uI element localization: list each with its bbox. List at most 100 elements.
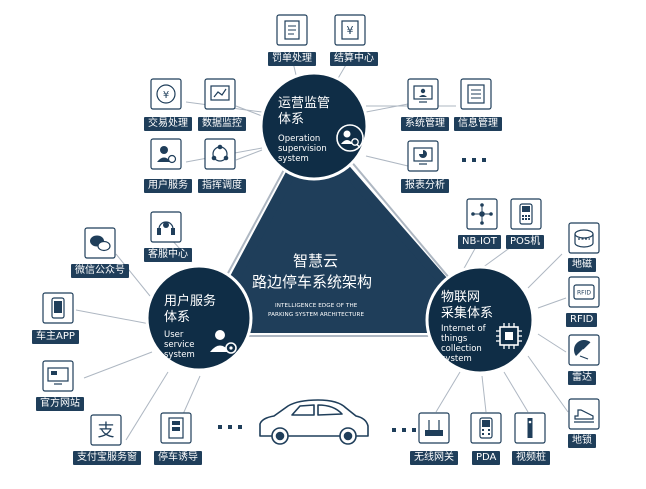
hub-operation-zh-line1: 运营监管 <box>278 96 331 111</box>
connector-app <box>75 309 151 325</box>
line-chart-icon <box>204 78 236 110</box>
magnet-sensor-icon <box>568 222 600 254</box>
label-wechat: 微信公众号 <box>71 264 129 278</box>
label-app: 车主APP <box>32 330 79 344</box>
user-search-icon <box>336 124 364 152</box>
router-icon <box>418 412 450 444</box>
connector-pda <box>481 375 487 413</box>
label-monitoring: 数据监控 <box>198 117 246 131</box>
connector-dispatch <box>235 149 263 161</box>
svg-text:¥: ¥ <box>163 90 169 101</box>
center-subtitle-line2: PARKING SYSTEM ARCHITECTURE <box>268 312 365 318</box>
pie-chart-icon <box>407 140 439 172</box>
center-title-line2: 路边停车系统架构 <box>252 273 373 291</box>
pda-icon <box>470 412 502 444</box>
label-transaction: 交易处理 <box>144 117 192 131</box>
hub-iot-en-line2: things <box>441 334 468 344</box>
yen-receipt-icon: ¥ <box>334 14 366 46</box>
label-nbiot: NB-IOT <box>458 235 501 249</box>
center-title-line1: 智慧云 <box>293 252 339 270</box>
label-pos: POS机 <box>506 235 545 249</box>
hub-user-service <box>145 264 253 372</box>
connector-report <box>365 155 409 167</box>
phone-icon <box>42 292 74 324</box>
hub-user-en-line1: User <box>164 330 184 340</box>
hub-operation <box>259 71 369 181</box>
user-gear-icon <box>210 330 237 354</box>
hub-user-zh-line1: 用户服务 <box>164 294 217 309</box>
ellipsis-iot <box>392 428 416 432</box>
rfid-icon: RFID <box>568 276 600 308</box>
label-website: 官方网站 <box>36 397 84 411</box>
hub-iot-zh-line1: 物联网 <box>441 290 481 305</box>
user-gear-small-icon <box>150 138 182 170</box>
center-subtitle-line1: INTELLIGENCE EDGE OF THE <box>275 303 358 309</box>
wechat-icon <box>84 227 116 259</box>
svg-text:RFID: RFID <box>577 290 591 297</box>
label-info-mgmt: 信息管理 <box>454 117 502 131</box>
chip-icon <box>496 323 522 349</box>
hub-operation-en-line2: supervision <box>278 144 327 154</box>
connector-website <box>83 351 153 379</box>
document-list-icon <box>460 78 492 110</box>
connector-lines <box>75 57 569 441</box>
central-triangle <box>193 115 499 337</box>
label-customer: 客服中心 <box>144 248 192 262</box>
monitor-user-icon <box>407 78 439 110</box>
label-report: 报表分析 <box>401 179 449 193</box>
connector-radar <box>537 333 567 353</box>
label-fine: 罚单处理 <box>268 52 316 66</box>
ellipsis-user <box>218 425 242 429</box>
svg-text:¥: ¥ <box>347 24 354 37</box>
video-pole-icon <box>514 412 546 444</box>
label-guide: 停车诱导 <box>154 451 202 465</box>
node-boxes: ¥ ¥ <box>42 14 600 446</box>
guide-sign-icon <box>160 412 192 444</box>
label-gateway: 无线网关 <box>410 451 458 465</box>
ground-lock-icon <box>568 398 600 430</box>
label-video: 视频桩 <box>512 451 550 465</box>
connector-rfid <box>537 297 567 309</box>
hub-operation-en-line3: system <box>278 154 309 164</box>
svg-text:支: 支 <box>98 421 115 441</box>
hub-iot-zh-line2: 采集体系 <box>441 306 494 321</box>
hub-user-en-line2: service <box>164 340 195 350</box>
monitor-icon <box>42 360 74 392</box>
headset-icon <box>150 211 182 243</box>
connector-alipay <box>125 371 169 441</box>
connector-magnet <box>527 253 563 289</box>
triangle-core <box>203 127 489 333</box>
nb-iot-icon <box>466 198 498 230</box>
ellipsis-dots <box>218 158 486 432</box>
hub-operation-zh-line2: 体系 <box>278 112 305 127</box>
label-user-svc: 用户服务 <box>144 179 192 193</box>
label-settlement: 结算中心 <box>330 52 378 66</box>
car-icon <box>259 399 369 445</box>
ellipsis-operation <box>462 158 486 162</box>
alipay-icon: 支 <box>90 414 122 446</box>
pos-icon <box>510 198 542 230</box>
network-icon <box>204 138 236 170</box>
connector-wechat <box>115 253 151 297</box>
label-alipay: 支付宝服务窗 <box>73 451 141 465</box>
label-lock: 地锁 <box>568 434 596 448</box>
label-rfid: RFID <box>566 313 598 327</box>
label-radar: 雷达 <box>568 371 596 385</box>
hub-iot <box>425 265 535 375</box>
radar-icon <box>568 334 600 366</box>
label-pda: PDA <box>472 451 501 465</box>
hub-iot-en-line1: Internet of <box>441 324 486 334</box>
connector-monitoring <box>235 105 263 117</box>
hub-user-zh-line2: 体系 <box>164 310 191 325</box>
hub-iot-en-line4: system <box>441 354 472 364</box>
label-magnet: 地磁 <box>568 258 596 272</box>
hub-user-en-line3: system <box>164 350 195 360</box>
hub-iot-en-line3: collection <box>441 344 482 354</box>
connector-video <box>503 371 529 413</box>
connector-system-mgmt <box>365 103 409 113</box>
label-system-mgmt: 系统管理 <box>401 117 449 131</box>
connector-lock <box>527 355 569 413</box>
label-dispatch: 指挥调度 <box>198 179 246 193</box>
yen-cycle-icon: ¥ <box>150 78 182 110</box>
